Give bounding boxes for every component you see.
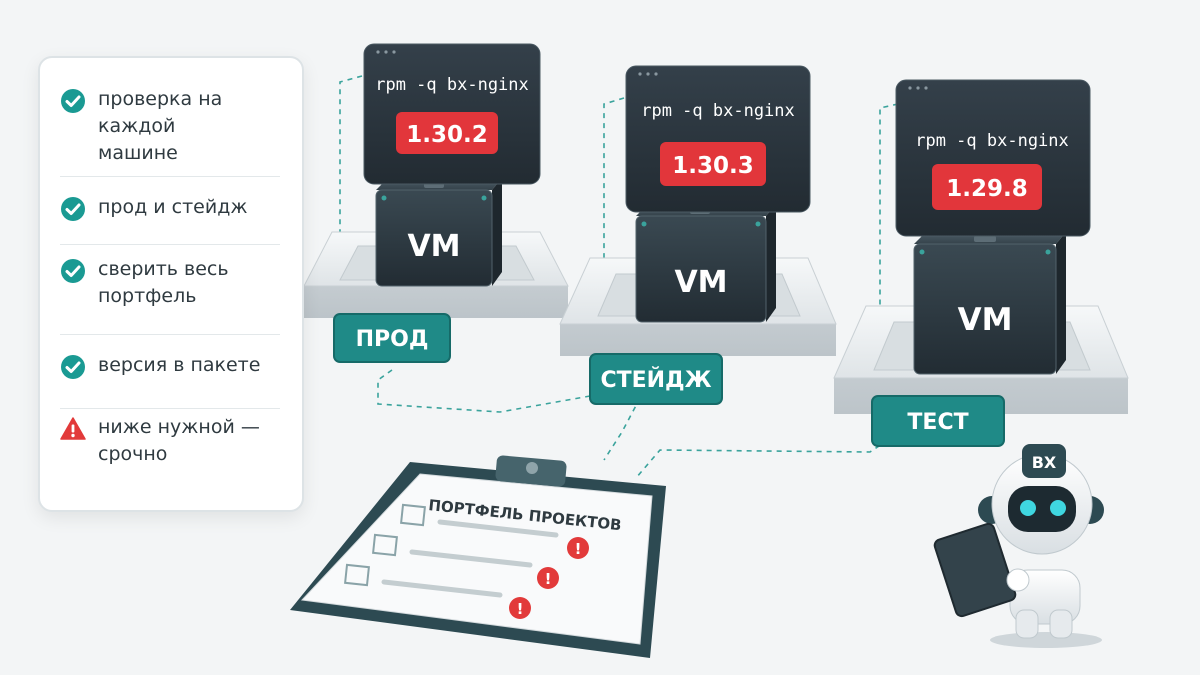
vm-cube: VM (913, 232, 1066, 375)
vm-label: VM (958, 302, 1013, 338)
check-icon (61, 89, 85, 113)
divider (60, 408, 280, 409)
svg-text:!: ! (517, 600, 524, 618)
version-value: 1.30.3 (672, 153, 754, 179)
version-badge (396, 112, 498, 154)
alert-icon: ! (509, 597, 531, 619)
warning-icon (60, 417, 86, 440)
terminal-command: rpm -q bx-nginx (915, 131, 1069, 151)
environment-name: ТЕСТ (907, 410, 968, 435)
vm-cube: VM (375, 178, 502, 287)
checklist-item: ниже нужной —срочно (60, 414, 288, 468)
terminal-window: rpm -q bx-nginx 1.30.2 (363, 43, 541, 185)
robot-mascot: BX (933, 444, 1104, 648)
vm-label: VM (407, 229, 460, 264)
terminal-command: rpm -q bx-nginx (641, 101, 795, 121)
checklist-text: версия в пакете (98, 354, 261, 376)
environment-name: ПРОД (356, 327, 429, 352)
version-badge (932, 164, 1042, 210)
version-value: 1.30.2 (406, 122, 488, 148)
check-icon (61, 259, 85, 283)
tablet (933, 522, 1017, 618)
alert-icon: ! (537, 567, 559, 589)
environment-prod: VM rpm -q bx-nginx 1.30.2 ПРОД (303, 43, 569, 363)
robot-badge (1022, 444, 1066, 478)
vm-label: VM (674, 265, 727, 300)
divider (60, 176, 280, 177)
portfolio-clipboard: ПОРТФЕЛЬ ПРОЕКТОВ ! ! ! (290, 455, 666, 658)
divider (60, 334, 280, 335)
environment-stage: VM rpm -q bx-nginx 1.30.3 СТЕЙДЖ (559, 65, 837, 405)
version-value: 1.29.8 (946, 176, 1028, 202)
svg-text:!: ! (575, 540, 582, 558)
robot-badge-text: BX (1032, 453, 1057, 472)
terminal-window: rpm -q bx-nginx 1.29.8 (895, 79, 1091, 237)
terminal-window: rpm -q bx-nginx 1.30.3 (625, 65, 811, 213)
check-icon (61, 197, 85, 221)
terminal-command: rpm -q bx-nginx (375, 75, 529, 95)
environment-name: СТЕЙДЖ (600, 367, 711, 393)
checklist-item: прод и стейдж (60, 194, 288, 222)
checklist-text: ниже нужной —срочно (98, 416, 260, 465)
robot-eye (1050, 500, 1066, 516)
environment-label: ТЕСТ (871, 395, 1005, 447)
checklist-text: прод и стейдж (98, 196, 248, 218)
clipboard-rows (344, 503, 426, 587)
robot-eye (1020, 500, 1036, 516)
divider (60, 244, 280, 245)
version-badge (660, 142, 766, 186)
check-icon (61, 355, 85, 379)
alert-icon: ! (567, 537, 589, 559)
environment-label: ПРОД (333, 313, 451, 363)
vm-cube: VM (635, 204, 776, 323)
environment-test: VM rpm -q bx-nginx 1.29.8 ТЕСТ (833, 79, 1129, 447)
svg-text:!: ! (545, 570, 552, 588)
environment-label: СТЕЙДЖ (589, 353, 723, 405)
checklist-item: версия в пакете (60, 352, 288, 380)
